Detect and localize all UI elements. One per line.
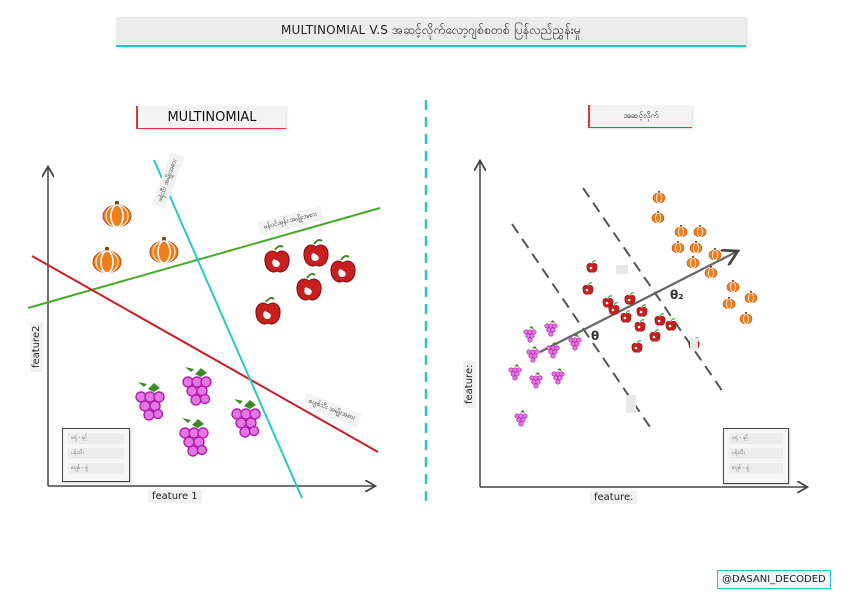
theta-2-label: θ₂ <box>670 288 684 302</box>
weight-vector-arrow <box>539 252 736 353</box>
theta-1-label: θ <box>591 329 600 343</box>
cyan-decision-line <box>153 159 303 499</box>
ordinal-tag: အဆင့်လိုက် <box>588 105 692 128</box>
legend-item: ပန်းသီး <box>729 448 783 459</box>
multinomial-tag: MULTINOMIAL <box>136 106 286 129</box>
left-y-axis-label: feature2 <box>30 321 43 372</box>
right-y-axis-label: feature: <box>463 360 476 408</box>
author-signature: @DASANI_DECODED <box>717 570 831 589</box>
page-title: MULTINOMIAL V.S အဆင့်လိုက်လော့ဂျစ်စတစ် ပ… <box>116 17 746 47</box>
right-apples <box>582 260 700 353</box>
left-grapes <box>135 366 261 457</box>
right-pumpkins <box>651 190 758 325</box>
green-decision-line <box>27 207 381 309</box>
legend-item: စပျစ် - ခွဲ <box>68 463 124 474</box>
legend-item: စပျစ် - ခွဲ <box>729 463 783 474</box>
left-apples <box>254 239 357 325</box>
legend-item: ပန်းသီး <box>68 448 124 459</box>
left-legend: ဖရုံ - နှင့် ပန်းသီး စပျစ် - ခွဲ <box>62 428 130 482</box>
legend-item: ဖရုံ - နှင့် <box>729 433 783 444</box>
right-legend: ဖရုံ - နှင့် ပန်းသီး စပျစ် - ခွဲ <box>723 428 789 484</box>
right-x-axis-label: feature. <box>590 491 638 504</box>
legend-item: ဖရုံ - နှင့် <box>68 433 124 444</box>
red-decision-line <box>31 255 379 453</box>
right-boundary-2 <box>582 187 724 393</box>
left-pumpkins <box>92 200 179 274</box>
left-x-axis-label: feature 1 <box>148 490 202 503</box>
faint-marks <box>616 265 698 413</box>
